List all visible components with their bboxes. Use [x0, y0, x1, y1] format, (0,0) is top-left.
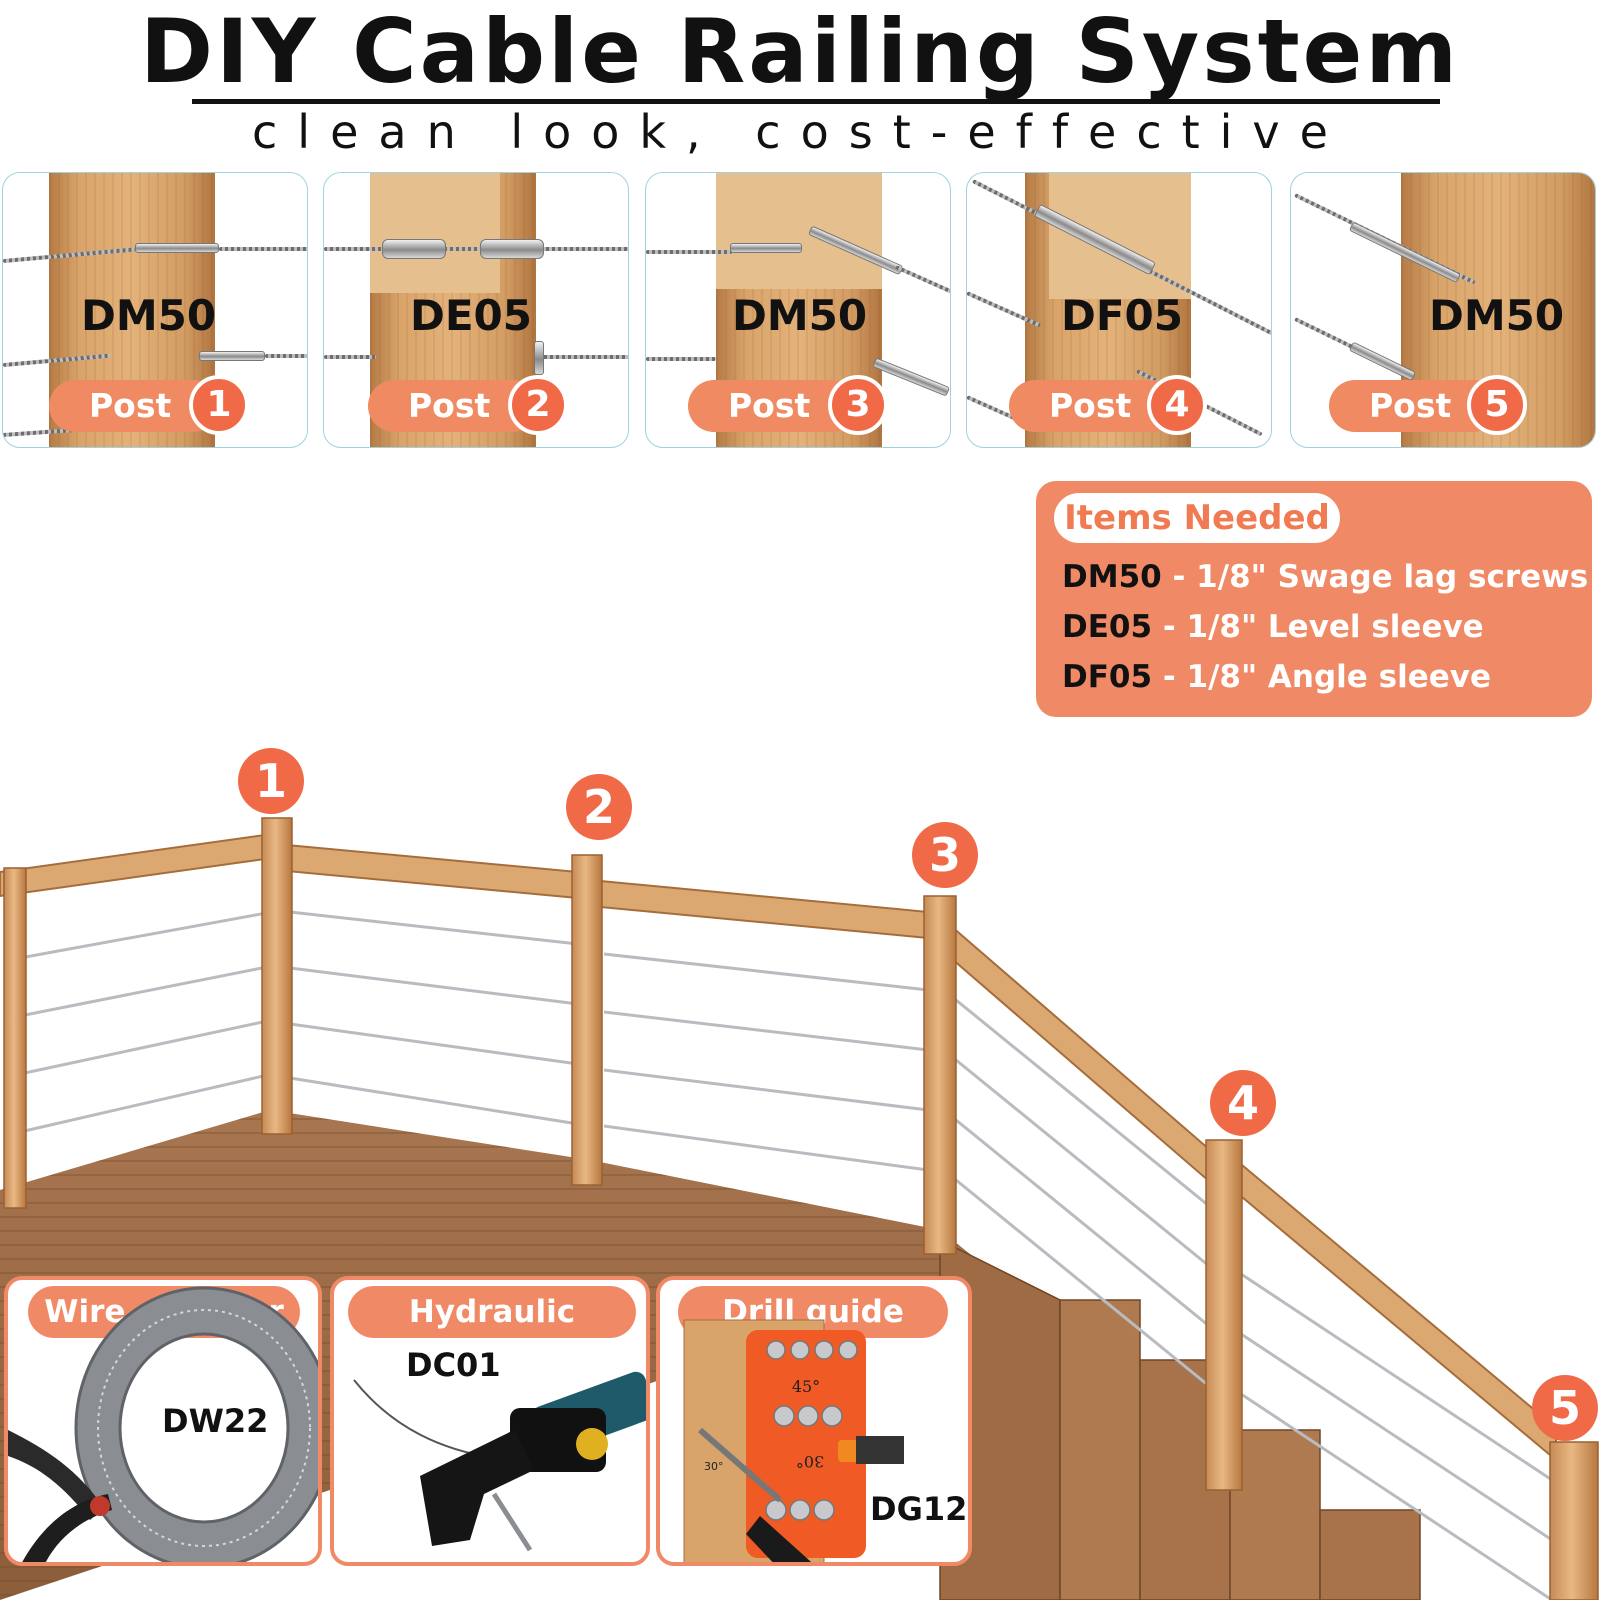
post-5-code: DM50 — [1429, 291, 1565, 340]
items-needed-box: Items Needed DM50 - 1/8" Swage lag screw… — [1036, 481, 1592, 717]
post-5-number: 5 — [1467, 375, 1527, 435]
drill-guide-mark: 45° — [792, 1377, 820, 1396]
post-panel-4: DF05 Post 4 — [966, 172, 1272, 448]
post-3-number: 3 — [828, 375, 888, 435]
item-row: DM50 - 1/8" Swage lag screws — [1062, 559, 1589, 595]
post-1-code: DM50 — [81, 291, 217, 340]
page-title: DIY Cable Railing System — [139, 0, 1461, 103]
item-row: DE05 - 1/8" Level sleeve — [1062, 609, 1484, 645]
post-1-label: Post — [49, 380, 219, 432]
tool-crimper-code: DC01 — [406, 1346, 501, 1384]
drill-guide-mark: 30° — [704, 1460, 724, 1473]
railing-marker-1: 1 — [238, 748, 304, 814]
items-needed-title: Items Needed — [1054, 493, 1340, 543]
drill-guide-mark: 30° — [796, 1452, 824, 1471]
post-4-code: DF05 — [1061, 291, 1184, 340]
level-sleeve-icon — [534, 341, 544, 375]
tool-wire-code: DW22 — [162, 1402, 269, 1440]
stairs — [939, 1238, 1421, 1600]
post-3-code: DM50 — [732, 291, 868, 340]
tool-drill-guide: Drill guide 45° 30° 30° DG12 — [656, 1276, 972, 1566]
level-sleeve-icon — [382, 239, 446, 259]
drill-guide-icon: 45° 30° 30° — [683, 1319, 904, 1562]
posts — [3, 817, 1599, 1600]
railing-marker-5: 5 — [1532, 1375, 1598, 1441]
lag-screw-icon — [199, 351, 265, 361]
lag-screw-icon — [730, 243, 802, 253]
page-subtitle: clean look, cost-effective — [252, 105, 1348, 159]
railing-marker-4: 4 — [1210, 1070, 1276, 1136]
tool-drill-guide-code: DG12 — [870, 1490, 968, 1528]
wire-cutter-icon — [8, 1430, 112, 1562]
tool-crimper-label: Hydraulic crimper — [348, 1286, 636, 1382]
post-panel-1: DM50 Post 1 — [2, 172, 308, 448]
cables — [19, 910, 1553, 1600]
level-sleeve-icon — [480, 239, 544, 259]
title-underline — [192, 99, 1440, 104]
top-rails — [0, 832, 1557, 1463]
post-4-number: 4 — [1147, 375, 1207, 435]
railing-marker-3: 3 — [912, 822, 978, 888]
post-1-number: 1 — [189, 375, 249, 435]
post-panel-3: DM50 Post 3 — [645, 172, 951, 448]
tool-hydraulic-crimper: Hydraulic crimper DC01 — [330, 1276, 650, 1566]
hydraulic-crimper-icon — [353, 1371, 646, 1552]
post-2-code: DE05 — [410, 291, 533, 340]
railing-marker-2: 2 — [566, 774, 632, 840]
lag-screw-icon — [135, 243, 219, 253]
post-panel-2: DE05 Post 2 — [323, 172, 629, 448]
post-2-number: 2 — [508, 375, 568, 435]
item-row: DF05 - 1/8" Angle sleeve — [1062, 659, 1491, 695]
post-panel-5: DM50 Post 5 — [1290, 172, 1596, 448]
wire-spool-icon — [8, 1286, 318, 1562]
tool-wire-cutter: Wire + Cutter DW22 — [4, 1276, 322, 1566]
